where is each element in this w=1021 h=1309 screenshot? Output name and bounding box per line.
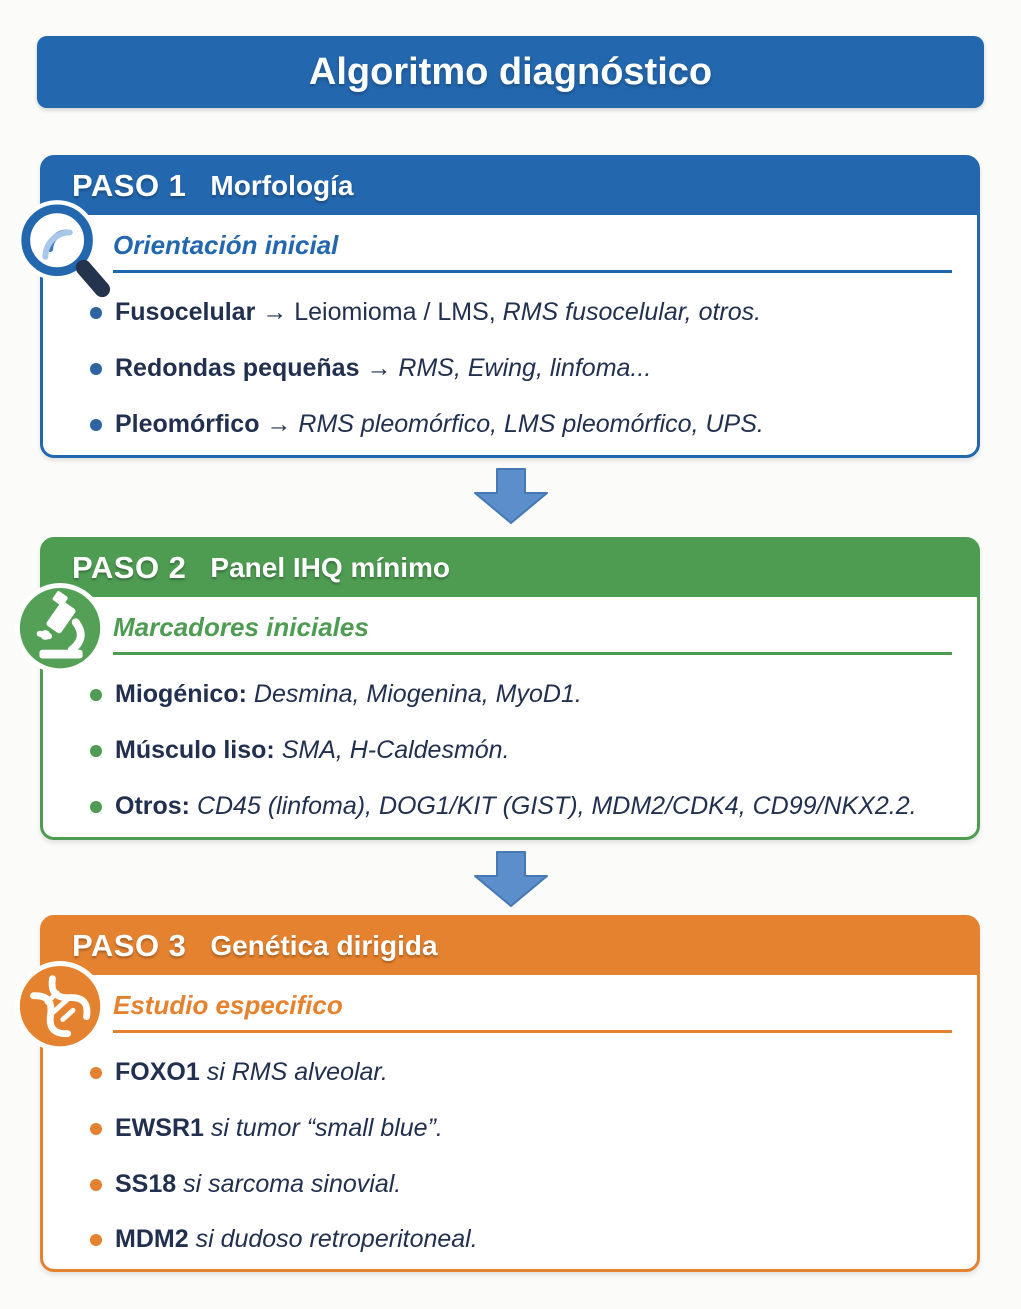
list-item: Miogénico: Desmina, Miogenina, MyoD1. (90, 680, 957, 709)
step-2-subtitle: Marcadores iniciales (113, 612, 369, 642)
list-item: SS18 si sarcoma sinovial. (90, 1169, 957, 1199)
dna-icon (13, 958, 111, 1068)
list-item: EWSR1 si tumor “small blue”. (90, 1113, 957, 1143)
bullet-detail: RMS, Ewing, linfoma... (398, 353, 652, 382)
bullet-detail: Desmina, Miogenina, MyoD1. (253, 680, 582, 708)
list-item: FOXO1 si RMS alveolar. (90, 1058, 957, 1087)
bullet-lead: FOXO1 (115, 1058, 200, 1086)
step-1-title: Morfología (210, 170, 354, 201)
step-3-title: Genética dirigida (210, 930, 438, 961)
arrow-separator: → (359, 353, 399, 382)
bullet-detail: si dudoso retroperitoneal. (195, 1225, 478, 1254)
step-3-divider (113, 1030, 952, 1033)
bullet-lead: Otros: (115, 791, 190, 820)
list-item: Otros: CD45 (linfoma), DOG1/KIT (GIST), … (90, 791, 957, 821)
list-item: Fusocelular → Leiomioma / LMS, RMS fusoc… (90, 298, 957, 327)
bullet-detail: CD45 (linfoma), DOG1/KIT (GIST), MDM2/CD… (196, 791, 917, 820)
bullet-lead: SS18 (115, 1169, 177, 1198)
list-item: MDM2 si dudoso retroperitoneal. (90, 1225, 957, 1254)
step-1-subtitle: Orientación inicial (113, 230, 339, 260)
step-1-label: PASO 1 (72, 168, 187, 203)
step-1-bullet-list: Fusocelular → Leiomioma / LMS, RMS fusoc… (43, 298, 977, 438)
arrow-separator: → (259, 409, 299, 438)
list-item: Redondas pequeñas → RMS, Ewing, linfoma.… (90, 353, 957, 383)
bullet-detail: RMS pleomórfico, LMS pleomórfico, UPS. (298, 409, 764, 438)
step-2-title: Panel IHQ mínimo (210, 552, 451, 583)
step-1-divider (113, 270, 952, 273)
down-arrow-icon (474, 468, 548, 524)
bullet-lead: Fusocelular (115, 298, 256, 326)
separator (200, 1058, 207, 1086)
separator (204, 1114, 211, 1142)
magnifier-icon (13, 198, 111, 308)
step-3-bullet-list: FOXO1 si RMS alveolar. EWSR1 si tumor “s… (43, 1058, 977, 1254)
step-3-header: PASO 3 Genética dirigida (42, 917, 978, 975)
bullet-detail: si tumor “small blue”. (210, 1113, 443, 1142)
step-2-box: PASO 2 Panel IHQ mínimo Marcadores inici… (14, 537, 980, 840)
step-3-subtitle: Estudio especifico (113, 990, 343, 1020)
bullet-lead: Redondas pequeñas (115, 353, 360, 382)
step-2-label: PASO 2 (72, 550, 187, 585)
page-title: Algoritmo diagnóstico (37, 36, 984, 108)
bullet-detail: si sarcoma sinovial. (183, 1169, 402, 1198)
step-1-header: PASO 1 Morfología (42, 157, 978, 215)
separator (189, 1225, 196, 1253)
separator (275, 736, 282, 764)
bullet-detail: SMA, H-Caldesmón. (281, 735, 510, 764)
step-2-bullet-list: Miogénico: Desmina, Miogenina, MyoD1. Mú… (43, 680, 977, 820)
bullet-lead: Miogénico: (115, 680, 247, 708)
bullet-detail: RMS fusocelular, otros. (502, 298, 762, 326)
separator (247, 680, 254, 708)
step-3-label: PASO 3 (72, 928, 187, 963)
microscope-icon (13, 580, 111, 690)
bullet-lead: EWSR1 (115, 1113, 204, 1142)
bullet-lead: Pleomórfico (115, 409, 260, 438)
bullet-plain: Leiomioma / LMS, (294, 298, 503, 326)
list-item: Músculo liso: SMA, H-Caldesmón. (90, 735, 957, 765)
bullet-lead: Músculo liso: (115, 735, 275, 764)
step-1-box: PASO 1 Morfología Orientación inicial Fu… (16, 155, 980, 458)
down-arrow-icon (474, 851, 548, 907)
separator (190, 792, 197, 820)
step-2-header: PASO 2 Panel IHQ mínimo (42, 539, 978, 597)
bullet-lead: MDM2 (115, 1225, 189, 1254)
step-3-box: PASO 3 Genética dirigida Estudio especif… (14, 915, 980, 1272)
bullet-detail: si RMS alveolar. (206, 1058, 388, 1086)
list-item: Pleomórfico → RMS pleomórfico, LMS pleom… (90, 409, 957, 439)
arrow-separator: → (255, 298, 295, 326)
step-2-divider (113, 652, 952, 655)
